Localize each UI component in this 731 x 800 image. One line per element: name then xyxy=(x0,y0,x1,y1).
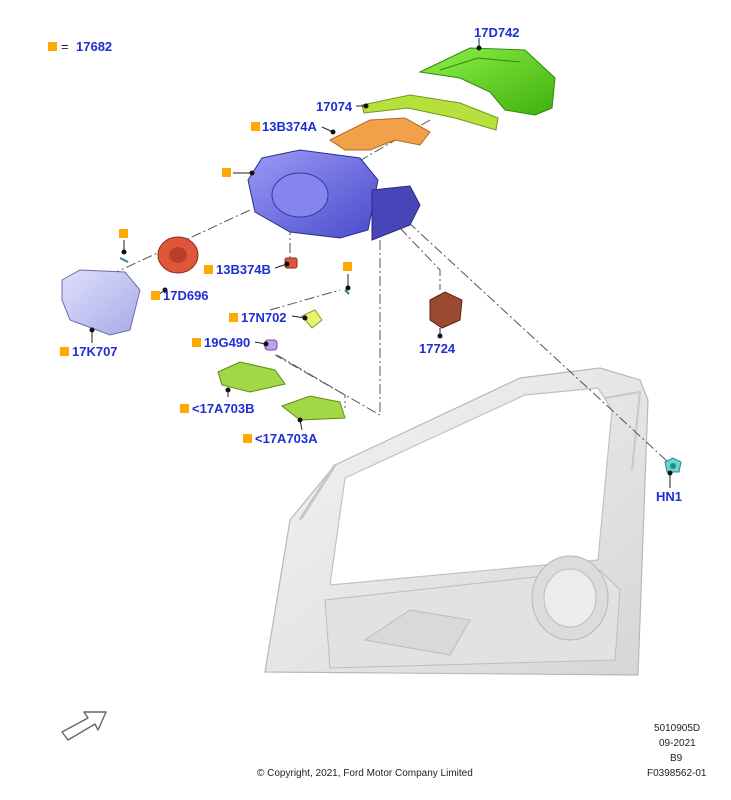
marker-screw-mid xyxy=(343,262,352,271)
label-13b374b: 13B374B xyxy=(216,262,271,277)
callout-dots xyxy=(89,45,673,476)
marker-17k707 xyxy=(60,347,69,356)
door-frame xyxy=(264,367,649,676)
label-17d696: 17D696 xyxy=(163,288,209,303)
footer-rev: B9 xyxy=(670,753,683,764)
label-19g490: 19G490 xyxy=(204,335,251,350)
label-13b374a: 13B374A xyxy=(262,119,317,134)
footer-date: 09-2021 xyxy=(659,738,696,749)
marker-17d696 xyxy=(151,291,160,300)
marker-17a703b xyxy=(180,404,189,413)
label-17k707: 17K707 xyxy=(72,344,118,359)
bracket-a-part xyxy=(329,117,431,151)
fastener-part xyxy=(664,457,682,473)
label-hn1: HN1 xyxy=(656,489,683,504)
trim-strip-part xyxy=(361,94,499,131)
label-17n702: 17N702 xyxy=(241,310,287,325)
mirror-cover-part xyxy=(418,47,556,116)
marker-17n702 xyxy=(229,313,238,322)
marker-screw-left xyxy=(119,229,128,238)
lamp-a-part xyxy=(280,395,346,421)
marker-13b374a xyxy=(251,122,260,131)
mirror-glass-part xyxy=(61,269,141,336)
legend-equals: = xyxy=(61,39,69,54)
marker-13b374b xyxy=(204,265,213,274)
screws xyxy=(119,257,350,295)
footer-code: 5010905D xyxy=(654,723,701,734)
label-17a703a: <17A703A xyxy=(255,431,318,446)
connector-part xyxy=(301,309,323,329)
footer-figure: F0398562-01 xyxy=(647,768,707,779)
label-17a703b: <17A703B xyxy=(192,401,255,416)
direction-arrow-icon xyxy=(61,711,107,741)
legend-marker xyxy=(48,42,57,51)
label-17d742: 17D742 xyxy=(474,25,520,40)
label-17724: 17724 xyxy=(419,341,456,356)
module-part xyxy=(429,291,463,329)
lamp-b-part xyxy=(217,361,286,393)
marker-19g490 xyxy=(192,338,201,347)
marker-17a703a xyxy=(243,434,252,443)
legend-code: 17682 xyxy=(76,39,113,54)
mirror-housing-part xyxy=(247,149,421,241)
marker-housing xyxy=(222,168,231,177)
label-17074: 17074 xyxy=(316,99,353,114)
motor-part xyxy=(157,236,199,274)
footer-copyright: © Copyright, 2021, Ford Motor Company Li… xyxy=(257,768,473,779)
